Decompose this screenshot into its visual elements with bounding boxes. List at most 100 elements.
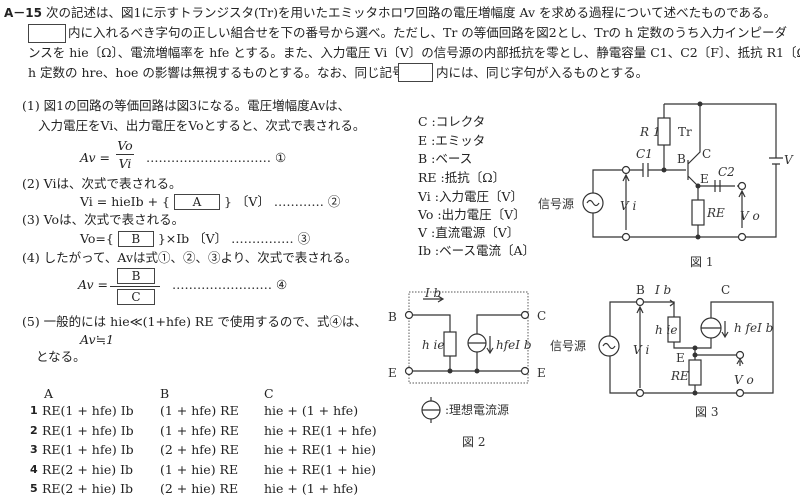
fig1-c-label: C xyxy=(702,147,711,161)
eq3: Vo={ B }×Ib 〔V〕 …………… ③ xyxy=(80,231,310,247)
step-3: (3) Voは、次式で表される。 xyxy=(22,212,185,227)
question-text-line4a: h 定数の hre、hoe の影響は無視するものとする。なお、同じ記号の xyxy=(28,65,417,80)
fig3-c-label: C xyxy=(721,283,730,297)
eq2-pre: Vi = hieIb + { xyxy=(80,194,170,209)
blank-box xyxy=(28,24,66,43)
figure-1-junctions xyxy=(661,101,703,240)
figure-2-circuit xyxy=(404,291,530,423)
fig3-source-label: 信号源 xyxy=(550,339,586,353)
fig2-b-label: B xyxy=(388,310,397,324)
step-5-end: となる。 xyxy=(36,349,86,364)
step-1-line2: 入力電圧をVi、出力電圧をVoとすると、次式で表される。 xyxy=(38,118,366,133)
question-text-line2: 内に入れるべき字句の正しい組合せを下の番号から選べ。ただし、Tr の等価回路を図… xyxy=(68,25,788,40)
r1-resistor xyxy=(657,117,671,146)
option-b-cell: (2 + hfe) RE xyxy=(160,442,239,457)
fig2-hfeib-label: hfeI b xyxy=(496,338,532,352)
figure-1-circuit xyxy=(582,103,783,242)
fig1-re-label: RE xyxy=(706,206,725,220)
option-c-cell: hie + RE(1 + hie) xyxy=(264,442,376,457)
fig2-hie-label: h ie xyxy=(422,338,444,352)
step-2: (2) Viは、次式で表される。 xyxy=(22,176,182,191)
figure-3-circuit xyxy=(598,297,774,398)
fig3-caption: 図 3 xyxy=(695,405,718,419)
signal-source-icon xyxy=(598,335,620,357)
eq4-blank-c: C xyxy=(117,289,155,305)
fig2-e-left-label: E xyxy=(388,366,397,380)
eq3-post: }×Ib 〔V〕 …………… ③ xyxy=(157,231,311,246)
eq2: Vi = hieIb + { A } 〔V〕 ………… ② xyxy=(80,194,340,210)
step-4: (4) したがって、Avは式①、②、③より、次式で表される。 xyxy=(22,250,358,265)
fig2-e-right-label: E xyxy=(537,366,546,380)
fig1-vo-label: V o xyxy=(740,209,760,223)
fig3-vo-label: V o xyxy=(734,373,754,387)
eq5: Av≒1 xyxy=(80,332,115,347)
question-text-line4b: 内には、同じ字句が入るものとする。 xyxy=(436,65,649,80)
eq4-denominator: C xyxy=(110,289,160,305)
legend-item: RE :抵抗〔Ω〕 xyxy=(418,170,506,185)
eq2-post: } 〔V〕 ………… ② xyxy=(223,194,341,209)
fig3-e-label: E xyxy=(676,351,685,365)
fig1-tr-label: Tr xyxy=(678,125,692,139)
option-number: 5 xyxy=(30,482,38,495)
fig2-ideal-source-label: :理想電流源 xyxy=(445,402,509,417)
option-a-cell: RE(1 + hfe) Ib xyxy=(42,422,134,438)
eq4-blank-b: B xyxy=(117,268,155,284)
col-header-b: B xyxy=(160,386,170,401)
option-a-cell: RE(2 + hie) Ib xyxy=(42,481,134,496)
col-header-c: C xyxy=(264,386,274,401)
step-1-line1: (1) 図1の回路の等価回路は図3になる。電圧増幅度Avは、 xyxy=(22,98,351,113)
option-b-cell: (1 + hie) RE xyxy=(160,461,239,477)
question-number: A－15 xyxy=(4,6,42,20)
fig3-hie-label: h ie xyxy=(655,323,677,337)
legend-item: E :エミッタ xyxy=(418,133,486,148)
step-5: (5) 一般的には hie≪(1+hfe) RE で使用するので、式④は、 xyxy=(22,314,367,329)
re-resistor xyxy=(691,199,705,226)
option-b-cell: (1 + hfe) RE xyxy=(160,403,239,418)
question-text-line3: ンスを hie〔Ω〕、電流増幅率を hfe とする。また、入力電圧 Vi〔V〕の… xyxy=(28,45,800,60)
eq1-numerator: Vo xyxy=(116,138,134,155)
option-b-cell: (2 + hie) RE xyxy=(160,481,239,496)
eq1-denominator: Vi xyxy=(118,156,132,171)
fig1-c1-label: C1 xyxy=(636,147,653,161)
hie-resistor xyxy=(667,316,681,343)
legend-item: Ib :ベース電流〔A〕 xyxy=(418,243,536,258)
option-c-cell: hie + (1 + hfe) xyxy=(264,403,359,418)
question-text-line1: 次の記述は、図1に示すトランジスタ(Tr)を用いたエミッタホロワ回路の電圧増幅度… xyxy=(46,5,777,20)
eq2-blank-a: A xyxy=(173,194,220,210)
option-number: 4 xyxy=(30,462,38,476)
fig3-vi-label: V i xyxy=(633,343,649,357)
legend-item: Vi :入力電圧〔V〕 xyxy=(418,189,524,204)
eq3-pre: Vo={ xyxy=(80,231,114,246)
option-c-cell: hie + RE(1 + hie) xyxy=(264,461,376,477)
fig1-v-label: V xyxy=(784,153,794,167)
eq4-numerator: B xyxy=(110,268,160,287)
fig1-source-label: 信号源 xyxy=(538,197,574,211)
signal-source-icon xyxy=(582,192,604,214)
option-c-cell: hie + RE(1 + hfe) xyxy=(264,422,377,438)
option-number: 2 xyxy=(30,423,38,437)
eq4-lhs: Av = xyxy=(78,277,109,292)
legend-item: B :ベース xyxy=(418,151,473,166)
eq1-dots: ………………………… ① xyxy=(146,150,287,165)
option-a-cell: RE(2 + hie) Ib xyxy=(42,461,134,477)
fig2-ib-label: I b xyxy=(424,286,441,300)
option-a-cell: RE(1 + hfe) Ib xyxy=(42,403,134,418)
legend-item: V :直流電源〔V〕 xyxy=(418,225,520,240)
legend-item: Vo :出力電圧〔V〕 xyxy=(418,207,526,222)
fig3-ib-label: I b xyxy=(654,283,671,297)
fig1-r1-label: R 1 xyxy=(639,125,660,139)
col-header-a: A xyxy=(44,386,54,401)
fig1-b-label: B xyxy=(677,152,686,166)
re-resistor xyxy=(688,359,702,386)
eq4-dots: …………………… ④ xyxy=(172,277,288,292)
fig3-re-label: RE xyxy=(670,369,689,383)
option-a-cell: RE(1 + hfe) Ib xyxy=(42,442,134,457)
fig1-caption: 図 1 xyxy=(690,255,713,269)
fig1-c2-label: C2 xyxy=(718,165,735,179)
fig3-b-label: B xyxy=(636,283,645,297)
option-c-cell: hie + (1 + hfe) xyxy=(264,481,359,496)
eq3-blank-b: B xyxy=(117,231,154,247)
option-b-cell: (1 + hfe) RE xyxy=(160,422,239,438)
